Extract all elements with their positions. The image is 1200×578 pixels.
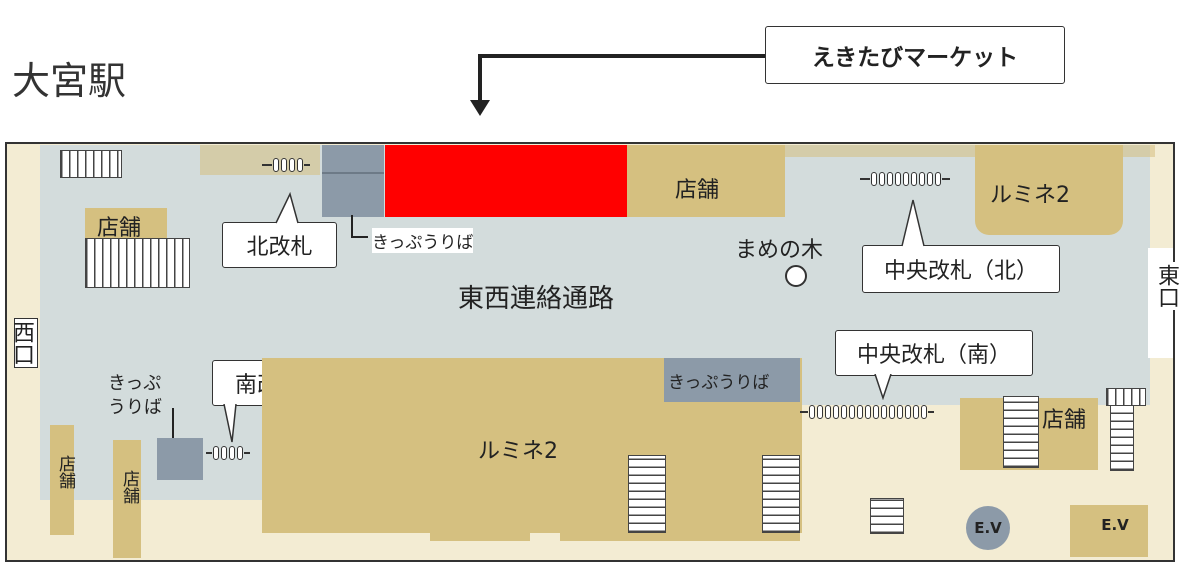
central-south-gate <box>800 405 934 419</box>
stairs-left <box>85 238 190 288</box>
south-gate <box>206 446 250 460</box>
ekitabi-market-highlight <box>385 145 627 217</box>
ticket-north-pointer <box>351 215 368 238</box>
stairs-top-left <box>60 150 122 178</box>
elevator-1: E.V <box>966 506 1010 550</box>
elevator-2-area <box>1070 505 1148 557</box>
lumine-north-label: ルミネ2 <box>990 183 1070 208</box>
shop-lower-left-1 <box>50 425 74 535</box>
central-north-pointer <box>901 199 925 247</box>
landmark-label: まめの木 <box>735 238 824 263</box>
north-gate-label: 北改札 <box>222 222 337 268</box>
ticket-south-pointer <box>172 408 174 438</box>
shop-right-mid-label: 店舗 <box>1042 408 1087 433</box>
central-north-gate <box>860 172 950 186</box>
ticket-center-label: きっぷうりば <box>668 373 770 393</box>
stairs-right-3 <box>1106 388 1146 406</box>
stairs-right-1 <box>1003 396 1039 468</box>
featured-arrow <box>470 54 765 116</box>
ticket-south-label: きっぷうりば <box>108 373 162 418</box>
stairs-bottom <box>870 498 904 534</box>
bottom-block-2 <box>560 533 800 541</box>
shop-top-left <box>85 208 167 240</box>
lumine-north-block <box>975 145 1123 235</box>
ticket-center-box <box>664 358 800 402</box>
shop-lower-left-1-label: 店舗 <box>55 455 75 489</box>
ticket-machines-north-inner <box>322 172 384 174</box>
north-gate <box>262 158 310 172</box>
stairs-lumine-2 <box>762 455 800 533</box>
station-title: 大宮駅 <box>12 59 127 103</box>
landmark-circle <box>785 265 807 287</box>
concourse-label: 東西連絡通路 <box>458 284 615 314</box>
shop-top-center-label: 店舗 <box>675 178 720 203</box>
featured-market-label: えきたびマーケット <box>765 26 1065 84</box>
central-south-pointer <box>874 374 892 400</box>
south-gate-pointer <box>223 404 237 443</box>
ticket-south-box <box>157 438 203 480</box>
central-south-gate-label: 中央改札（南） <box>835 330 1033 376</box>
stairs-lumine-1 <box>628 455 666 533</box>
shop-top-left-label: 店舗 <box>97 216 142 241</box>
shop-lower-left-2 <box>113 440 141 558</box>
ticket-machines-north <box>322 145 384 217</box>
ticket-north-label: きっぷうりば <box>372 228 474 253</box>
shop-top-center <box>627 145 785 217</box>
lumine-south-label: ルミネ2 <box>478 439 558 464</box>
elevator-1-label: E.V <box>974 519 1002 537</box>
elevator-2: E.V <box>1093 510 1137 540</box>
central-north-gate-label: 中央改札（北） <box>862 245 1060 293</box>
east-exit-label: 東口 <box>1150 262 1182 310</box>
bottom-block-1 <box>430 533 530 541</box>
stairs-right-2 <box>1110 405 1134 471</box>
shop-lower-left-2-label: 店舗 <box>119 470 139 504</box>
west-exit-label: 西口 <box>9 318 38 368</box>
north-gate-pointer <box>275 192 299 224</box>
elevator-2-label: E.V <box>1101 516 1129 534</box>
